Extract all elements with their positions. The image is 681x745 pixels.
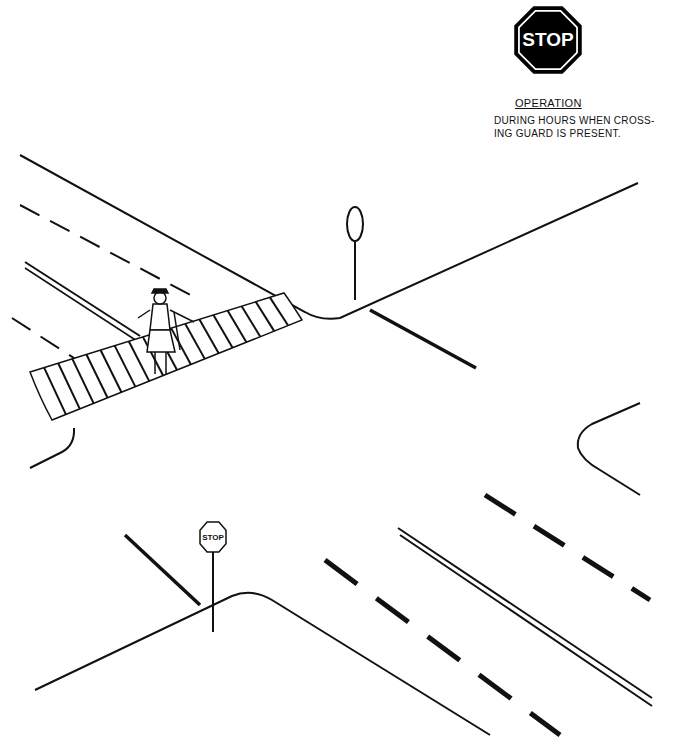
crosswalk-stripe — [185, 324, 205, 359]
crosswalk-stripe — [101, 350, 122, 392]
crosswalk-stripe — [58, 363, 80, 409]
crosswalk-stripe — [228, 311, 247, 343]
crosswalk-stripe — [213, 315, 232, 348]
center-line — [400, 535, 652, 706]
curb-line — [578, 403, 640, 495]
crosswalk-stripe — [129, 341, 149, 381]
sign-text: STOP — [522, 29, 573, 51]
lane-line — [20, 205, 200, 300]
sign-back — [347, 207, 363, 241]
curb-line — [20, 155, 638, 319]
crosswalk-stripe — [242, 306, 261, 337]
stop-line — [370, 310, 476, 368]
sign-pole — [212, 552, 214, 632]
crossing-guard — [138, 289, 194, 374]
center-line — [398, 528, 652, 698]
curb-line — [30, 428, 74, 468]
operation-note: DURING HOURS WHEN CROSS- ING GUARD IS PR… — [494, 114, 674, 140]
crosswalk-stripe — [86, 354, 107, 397]
center-line — [25, 262, 140, 336]
stop-sign-symbol: STOP — [514, 6, 582, 74]
stop-line — [125, 535, 200, 605]
lane-line — [12, 318, 80, 362]
crosswalk — [30, 293, 302, 420]
lane-line — [325, 560, 560, 735]
sign-pole — [354, 241, 356, 300]
curb-line — [35, 593, 490, 735]
crosswalk-stripe — [199, 319, 218, 353]
crosswalk-stripe — [256, 302, 274, 331]
center-line — [25, 268, 137, 341]
crosswalk-stripe — [115, 346, 136, 387]
stop-sign: STOP — [199, 521, 227, 553]
lane-line — [485, 495, 650, 600]
crosswalk-stripe — [72, 359, 93, 404]
sign-text: STOP — [202, 533, 224, 542]
heading: OPERATION — [515, 96, 582, 110]
crosswalk-stripe — [270, 297, 288, 325]
